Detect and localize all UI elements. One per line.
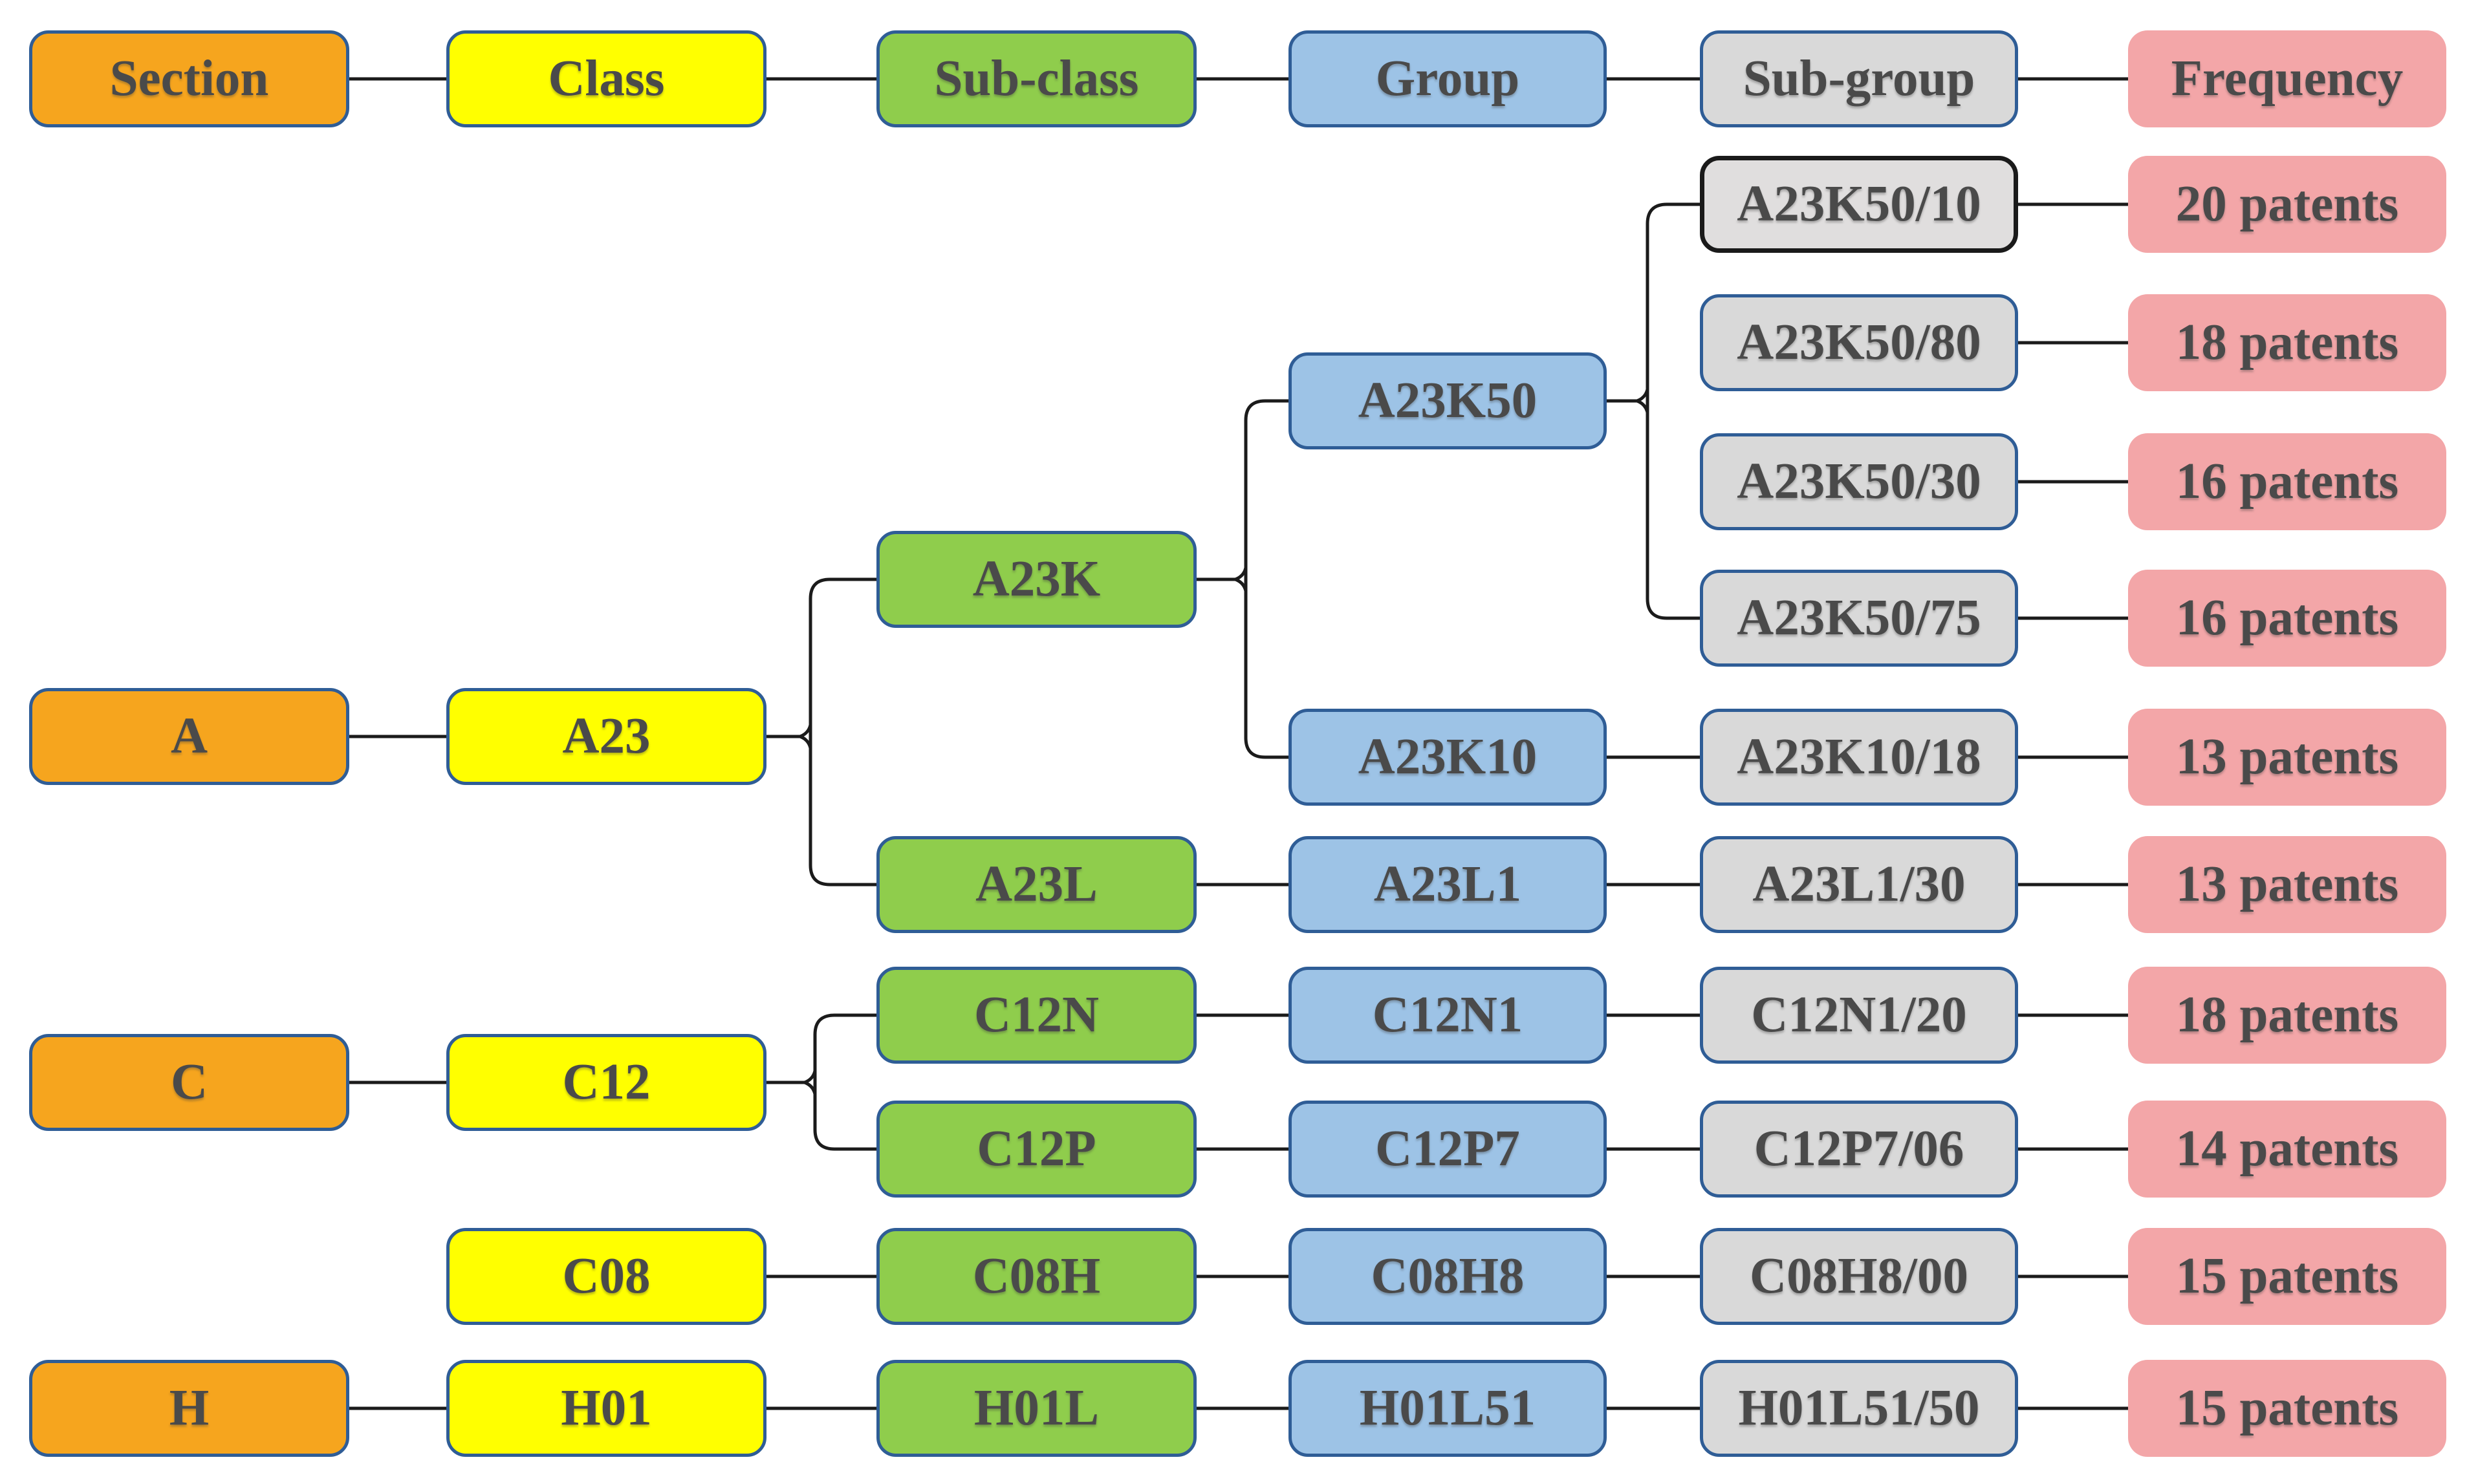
node-subclass-c12n: C12N: [876, 967, 1197, 1064]
node-group-h01l51: H01L51: [1288, 1360, 1607, 1457]
branch-connector: [765, 723, 812, 750]
node-subclass-a23l: A23L: [876, 836, 1197, 933]
node-subgroup-c08h8-00: C08H8/00: [1700, 1228, 2018, 1325]
node-subgroup-a23k50-80: A23K50/80: [1700, 294, 2018, 391]
freq-c12n1-20: 18 patents: [2128, 967, 2446, 1064]
branch-connector: [765, 1069, 817, 1096]
node-class-c08: C08: [446, 1228, 766, 1325]
freq-a23k50-80: 18 patents: [2128, 294, 2446, 391]
freq-h01l51-50: 15 patents: [2128, 1360, 2446, 1457]
freq-c08h8-00: 15 patents: [2128, 1228, 2446, 1325]
branch-connector: [809, 577, 878, 887]
header-section: Section: [29, 30, 349, 127]
node-subgroup-a23k50-30: A23K50/30: [1700, 433, 2018, 530]
header-subgroup: Sub-group: [1700, 30, 2018, 127]
freq-a23k50-30: 16 patents: [2128, 433, 2446, 530]
node-group-a23k10: A23K10: [1288, 709, 1607, 806]
node-group-c08h8: C08H8: [1288, 1228, 1607, 1325]
node-group-c12n1: C12N1: [1288, 967, 1607, 1064]
node-subclass-h01l: H01L: [876, 1360, 1197, 1457]
node-subgroup-a23k10-18: A23K10/18: [1700, 709, 2018, 806]
freq-a23k10-18: 13 patents: [2128, 709, 2446, 806]
node-subclass-a23k: A23K: [876, 531, 1197, 628]
branch-connector: [1195, 566, 1248, 593]
node-group-a23l1: A23L1: [1288, 836, 1607, 933]
freq-a23k50-75: 16 patents: [2128, 570, 2446, 667]
header-class: Class: [446, 30, 766, 127]
freq-c12p7-06: 14 patents: [2128, 1101, 2446, 1198]
header-frequency: Frequency: [2128, 30, 2446, 127]
node-class-a23: A23: [446, 688, 766, 785]
node-section-h: H: [29, 1360, 349, 1457]
branch-connector: [1646, 202, 1702, 620]
node-group-c12p7: C12P7: [1288, 1101, 1607, 1198]
node-subclass-c08h: C08H: [876, 1228, 1197, 1325]
node-section-a: A: [29, 688, 349, 785]
header-subclass: Sub-class: [876, 30, 1197, 127]
node-section-c: C: [29, 1034, 349, 1131]
node-subgroup-c12p7-06: C12P7/06: [1700, 1101, 2018, 1198]
node-group-a23k50: A23K50: [1288, 352, 1607, 449]
node-subgroup-a23l1-30: A23L1/30: [1700, 836, 2018, 933]
node-subclass-c12p: C12P: [876, 1101, 1197, 1198]
node-subgroup-h01l51-50: H01L51/50: [1700, 1360, 2018, 1457]
header-group: Group: [1288, 30, 1607, 127]
freq-a23k50-10: 20 patents: [2128, 156, 2446, 253]
branch-connector: [1605, 387, 1649, 414]
freq-a23l1-30: 13 patents: [2128, 836, 2446, 933]
branch-connector: [1244, 399, 1290, 759]
node-subgroup-c12n1-20: C12N1/20: [1700, 967, 2018, 1064]
node-subgroup-a23k50-75: A23K50/75: [1700, 570, 2018, 667]
node-subgroup-a23k50-10: A23K50/10: [1700, 156, 2018, 253]
node-class-c12: C12: [446, 1034, 766, 1131]
node-class-h01: H01: [446, 1360, 766, 1457]
branch-connector: [813, 1013, 878, 1151]
